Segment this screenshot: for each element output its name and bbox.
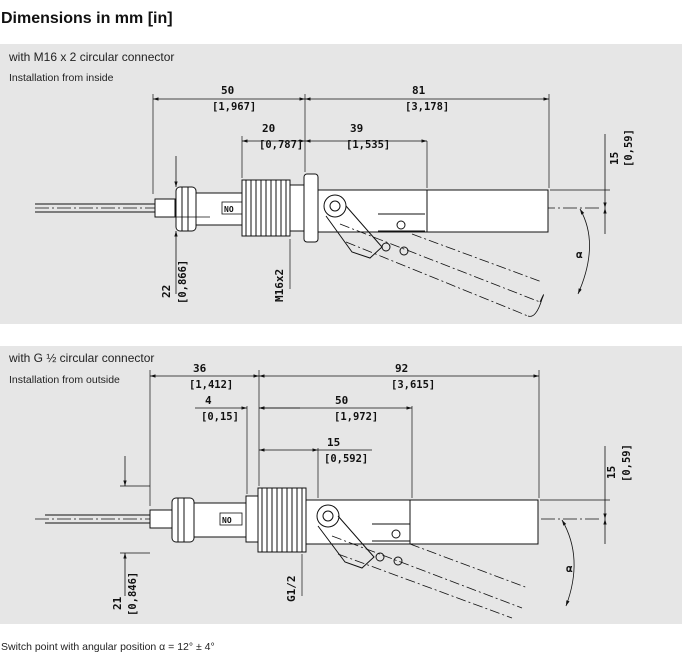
dim-50-in: [1,972] (334, 411, 378, 423)
dim-50: 50 (335, 394, 348, 407)
dim-50: 50 (221, 84, 234, 97)
dim-20: 20 (262, 122, 275, 135)
dim-92-in: [3,615] (391, 379, 435, 391)
dim-36: 36 (193, 362, 207, 375)
thread-label: G1/2 (285, 576, 298, 603)
dim-15a-in: [0,592] (324, 453, 368, 465)
drawing-heading: with G ½ circular connector (9, 351, 155, 365)
dim-21: 21 (111, 596, 124, 610)
dim-92: 92 (395, 362, 408, 375)
dim-15-in: [0,59] (621, 444, 633, 482)
drawing-subheading: Installation from inside (9, 72, 114, 84)
drawing-subheading: Installation from outside (9, 374, 120, 386)
drawing-heading: with M16 x 2 circular connector (9, 50, 175, 64)
dim-22: 22 (160, 285, 173, 298)
dim-15: 15 (605, 466, 618, 479)
technical-drawing-m16: 50 [1,967] 81 [3,178] 20 [0,787] 39 [1,5… (35, 84, 635, 317)
dim-39-in: [1,535] (346, 139, 390, 151)
drawing-panel-m16: with M16 x 2 circular connector Installa… (0, 44, 682, 324)
page-title: Dimensions in mm [in] (1, 10, 173, 27)
dim-20-in: [0,787] (259, 139, 303, 151)
dim-4-in: [0,15] (201, 411, 239, 423)
dim-81-in: [3,178] (405, 101, 449, 113)
dim-39: 39 (350, 122, 363, 135)
angle-label: α (566, 562, 573, 575)
no-label: NO (224, 205, 234, 214)
dim-15: 15 (608, 152, 621, 165)
dim-4: 4 (205, 394, 212, 407)
no-label: NO (222, 516, 232, 525)
technical-drawing-g12: 36 [1,412] 92 [3,615] 4 [0,15] 50 [1,972… (35, 362, 633, 619)
dim-21-in: [0,846] (127, 572, 139, 616)
dim-15a: 15 (327, 436, 340, 449)
angle-label: α (576, 248, 583, 261)
dim-36-in: [1,412] (189, 379, 233, 391)
thread-label: M16x2 (273, 269, 286, 302)
dim-15-in: [0,59] (623, 129, 635, 167)
dim-22-in: [0,866] (177, 260, 189, 304)
drawing-panel-g12: with G ½ circular connector Installation… (0, 346, 682, 624)
footer-note: Switch point with angular position α = 1… (1, 641, 215, 653)
dim-50-in: [1,967] (212, 101, 256, 113)
dim-81: 81 (412, 84, 426, 97)
